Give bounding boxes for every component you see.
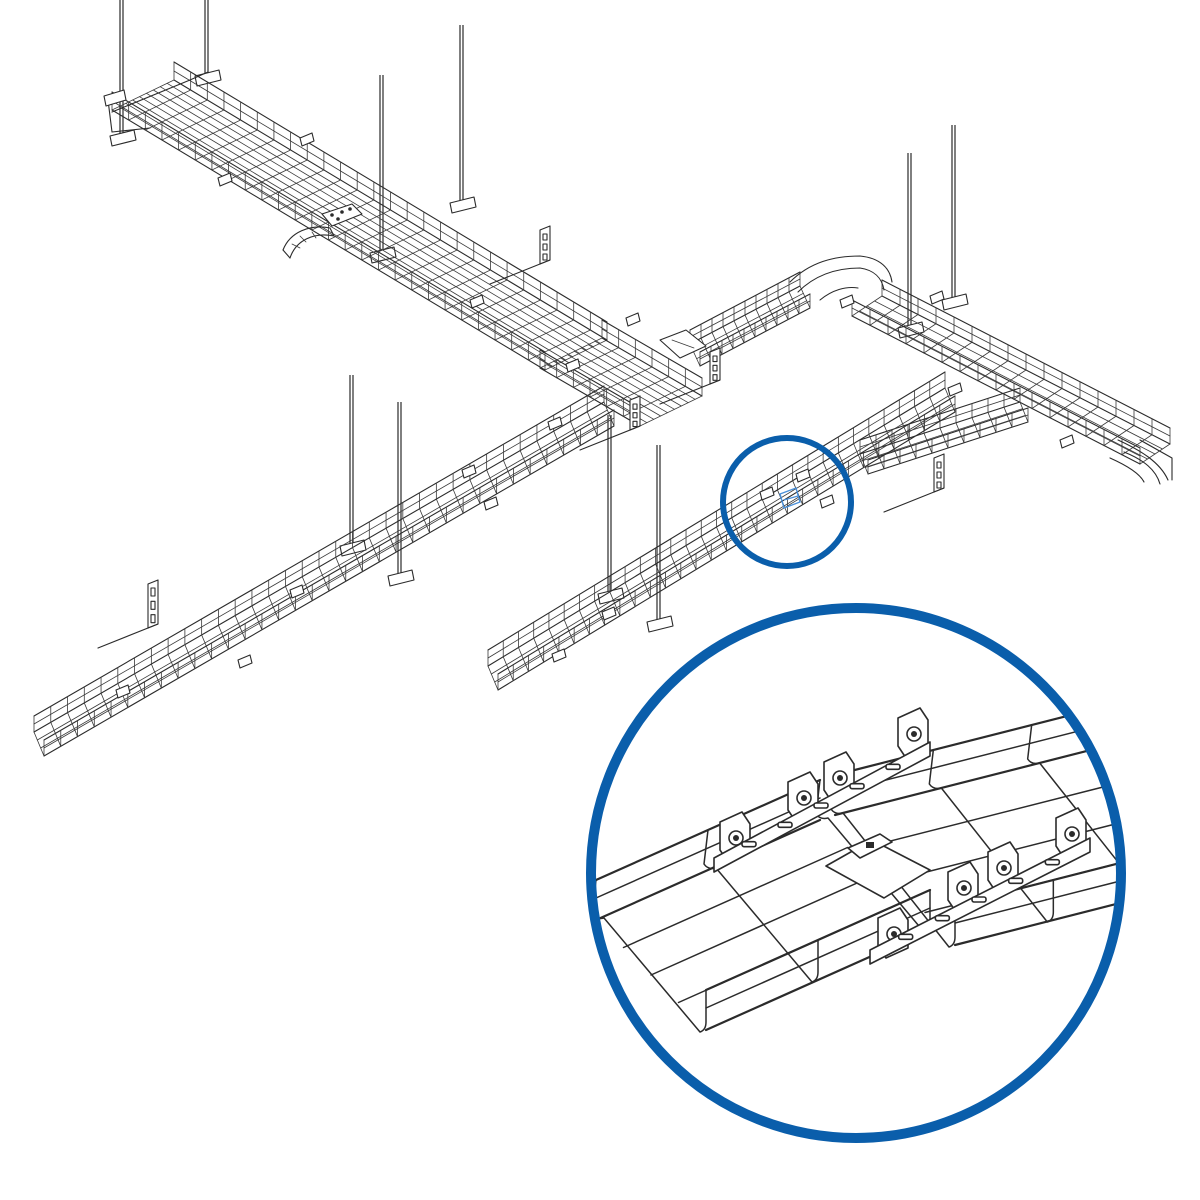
main-wide-tray-section-2: [539, 319, 703, 427]
tee-junction-plate: [659, 329, 707, 359]
lower-left-long-tray: [33, 385, 615, 757]
splice-coupler: [289, 584, 305, 599]
corner-bend-right: [789, 255, 893, 301]
splice-coupler: [237, 654, 253, 669]
splice-coupler: [547, 416, 563, 431]
splice-coupler: [929, 290, 945, 305]
splice-coupler: [115, 684, 131, 699]
zoom-detail: [586, 603, 1126, 1143]
right-tray-to-corner: [689, 271, 811, 367]
threaded-rod-hanger: [387, 402, 415, 587]
splice-coupler: [217, 172, 233, 187]
threaded-rod-hanger: [369, 75, 397, 264]
wall-bracket: [579, 395, 641, 451]
threaded-rod-hanger: [597, 415, 625, 605]
coupler-plate-top: [321, 203, 363, 227]
zoom-floor-splice: [825, 833, 931, 899]
threaded-rod-hanger: [897, 153, 925, 339]
threaded-rod-hanger: [339, 375, 367, 557]
splice-coupler: [839, 294, 855, 309]
highlighted-joint: [779, 487, 801, 509]
slotted-splice-bar: [713, 741, 931, 873]
cable-bend-piece: [282, 226, 335, 259]
threaded-rod-hanger: [109, 0, 137, 147]
wall-brackets: [97, 225, 945, 649]
threaded-rod-hanger: [646, 445, 674, 633]
splice-couplers: [115, 132, 1075, 699]
splice-coupler: [1059, 434, 1075, 449]
tray-assembly-overview: [33, 0, 1173, 757]
wall-bracket: [883, 453, 945, 513]
zoom-circle-frame: [586, 603, 1126, 1143]
splice-coupler: [299, 132, 315, 147]
zoomed-tray-joint: [591, 698, 1121, 1033]
splice-coupler: [551, 648, 567, 663]
slotted-splice-bar: [869, 837, 1091, 965]
splice-coupler: [625, 312, 641, 327]
zoom-splice-bars: [713, 741, 1091, 965]
wall-bracket: [489, 225, 551, 285]
right-tray-end: [1109, 439, 1173, 485]
detail-marker-circle: [720, 435, 854, 569]
top-left-tray-end: [103, 71, 209, 133]
splice-coupler: [461, 464, 477, 479]
splice-coupler: [759, 486, 775, 501]
wall-bracket: [659, 347, 721, 405]
wall-bracket: [97, 579, 159, 649]
threaded-rod-hanger: [449, 25, 477, 214]
splice-coupler: [469, 294, 485, 309]
splice-coupler: [947, 382, 963, 397]
right-return-tray: [851, 279, 1171, 465]
splice-coupler: [601, 606, 617, 621]
splice-coupler: [795, 468, 811, 483]
lower-right-long-tray: [487, 371, 956, 691]
hanger-rods: [109, 0, 969, 633]
threaded-rod-hanger: [194, 0, 222, 87]
main-wide-tray-section: [111, 61, 608, 371]
threaded-rod-hanger: [941, 125, 969, 311]
splice-coupler: [819, 494, 835, 509]
splice-coupler: [483, 496, 499, 511]
zoom-tray-section: [591, 778, 932, 1033]
splice-coupler: [565, 358, 581, 373]
tray-runs: [33, 61, 1171, 757]
splice-coupler: [897, 707, 929, 759]
